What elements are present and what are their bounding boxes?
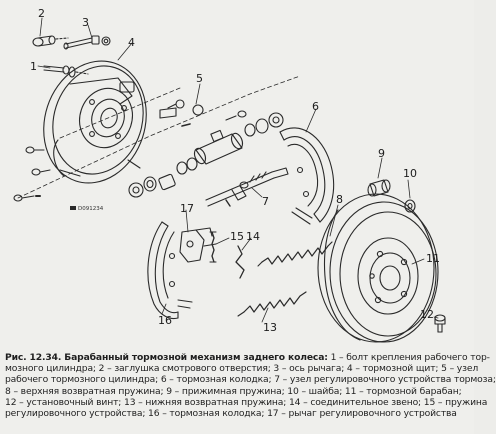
label-2: 2 <box>38 7 45 20</box>
brake-shoe-lower <box>147 221 193 320</box>
label-14: 14 <box>246 230 260 243</box>
adjuster-lever <box>179 227 217 263</box>
caption-line-2: мозного цилиндра; 2 – заглушка смотровог… <box>5 363 479 375</box>
label-1: 1 <box>30 60 37 73</box>
caption-line-3: рабочего тормозного цилиндра; 6 – тормоз… <box>5 374 496 386</box>
caption-line-1-rest: 1 – болт крепления рабочего тор- <box>327 352 490 363</box>
label-12: 12 <box>420 308 434 321</box>
hold-down-spring <box>367 179 391 197</box>
page: D091234 2 3 4 1 5 6 7 8 9 10 11 12 13 14… <box>5 7 496 420</box>
label-8: 8 <box>336 193 343 206</box>
label-13: 13 <box>263 321 277 334</box>
part-labels: 2 3 4 1 5 6 7 8 9 10 11 12 13 14 15 16 1… <box>30 7 440 334</box>
label-11: 11 <box>426 252 440 265</box>
wheel-cylinder-assembly <box>128 99 284 198</box>
label-9: 9 <box>378 147 385 160</box>
lever-axis <box>63 35 111 50</box>
caption-line-1: Рис. 12.34. Барабанный тормозной механиз… <box>5 352 490 363</box>
brake-shoe-upper <box>279 127 335 225</box>
setting-screw <box>434 314 446 333</box>
exploded-brake-figure: D091234 2 3 4 1 5 6 7 8 9 10 11 12 13 14… <box>13 7 446 343</box>
connecting-link <box>235 245 245 279</box>
brake-drawing: D091234 2 3 4 1 5 6 7 8 9 10 11 12 13 14… <box>13 7 446 343</box>
figure-code-text: D091234 <box>78 206 104 212</box>
label-4: 4 <box>128 36 135 49</box>
label-10: 10 <box>403 167 417 180</box>
label-3: 3 <box>82 16 89 29</box>
caption-line-6: регулировочного устройства; 16 – тормозн… <box>5 408 457 420</box>
label-17: 17 <box>180 202 194 215</box>
brake-drum <box>317 193 439 343</box>
label-leader-lines <box>37 17 439 323</box>
caption-line-5: 12 – установочный винт; 13 – нижняя возв… <box>5 396 488 408</box>
caption-line-4: 8 – верхняя возвратная пружина; 9 – приж… <box>5 385 462 397</box>
figure-code: D091234 <box>70 206 104 212</box>
lower-return-spring <box>237 291 307 317</box>
caption-title: Рис. 12.34. Барабанный тормозной механиз… <box>5 352 328 363</box>
inspection-plug <box>32 35 69 47</box>
adjuster-spring <box>209 231 217 263</box>
label-7: 7 <box>262 195 269 208</box>
cylinder-mounting-bolt <box>43 65 89 78</box>
label-15: 15 <box>230 230 244 243</box>
label-5: 5 <box>196 72 203 85</box>
label-6: 6 <box>312 100 319 113</box>
plate-fasteners <box>13 146 51 202</box>
label-16: 16 <box>158 314 172 327</box>
adjuster-assembly <box>205 167 289 207</box>
figure-caption: Рис. 12.34. Барабанный тормозной механиз… <box>5 352 496 420</box>
brake-backing-plate <box>43 60 147 184</box>
upper-return-spring <box>257 241 333 267</box>
